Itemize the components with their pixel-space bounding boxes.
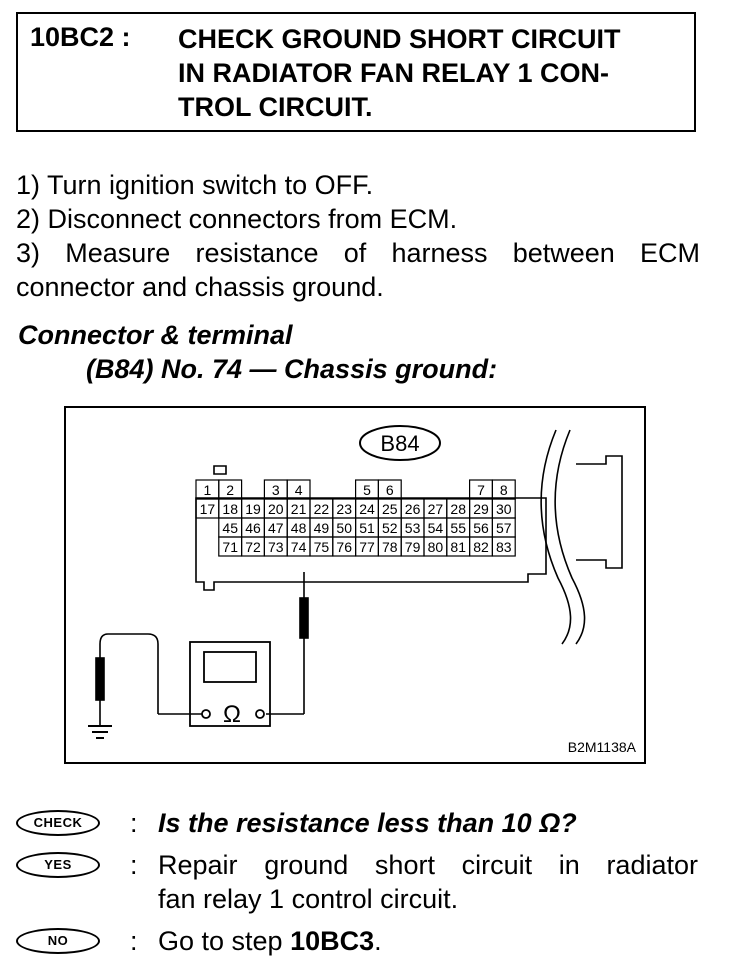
connector-pin-number: 19 bbox=[245, 501, 261, 517]
no-next-step: 10BC3 bbox=[290, 926, 375, 956]
connector-pin-number: 73 bbox=[268, 539, 284, 555]
connector-pin-number: 78 bbox=[382, 539, 398, 555]
probe-lead bbox=[266, 572, 309, 715]
yes-badge: YES bbox=[16, 852, 100, 878]
yes-answer-line-2: fan relay 1 control circuit. bbox=[158, 884, 459, 914]
connector-pin-number: 8 bbox=[500, 482, 508, 498]
connector-pin-number: 2 bbox=[226, 482, 234, 498]
connector-pin-number: 5 bbox=[363, 482, 371, 498]
connector-pin-number: 20 bbox=[268, 501, 284, 517]
connector-pin-number: 56 bbox=[473, 520, 489, 536]
connector-pin-number: 28 bbox=[450, 501, 466, 517]
connector-pin-number: 54 bbox=[428, 520, 444, 536]
ground-symbol bbox=[88, 725, 112, 739]
connector-pin-number: 26 bbox=[405, 501, 421, 517]
connector-pin-number: 17 bbox=[200, 501, 216, 517]
connector-pin-number: 23 bbox=[336, 501, 352, 517]
connector-pin-number: 76 bbox=[336, 539, 352, 555]
connector-pin-number: 52 bbox=[382, 520, 398, 536]
no-answer-end: . bbox=[374, 926, 382, 956]
yes-answer: Repair ground short circuit in radiator … bbox=[158, 848, 698, 916]
connector-pin-number: 49 bbox=[314, 520, 330, 536]
step-title: CHECK GROUND SHORT CIRCUIT IN RADIATOR F… bbox=[178, 22, 688, 124]
connector-pin-number: 46 bbox=[245, 520, 261, 536]
connector-pin-number: 57 bbox=[496, 520, 512, 536]
procedure-step-1: 1) Turn ignition switch to OFF. bbox=[16, 170, 374, 200]
connector-pin-number: 81 bbox=[450, 539, 466, 555]
connector-pin-number: 25 bbox=[382, 501, 398, 517]
step-code: 10BC2 : bbox=[30, 22, 131, 52]
procedure-steps: 1) Turn ignition switch to OFF. 2) Disco… bbox=[16, 168, 700, 304]
connector-pin-number: 30 bbox=[496, 501, 512, 517]
yes-answer-line-1: Repair ground short circuit in radiator bbox=[158, 850, 698, 880]
connector-pin-number: 1 bbox=[204, 482, 212, 498]
connector-pin-number: 27 bbox=[428, 501, 444, 517]
connector-pin-number: 72 bbox=[245, 539, 261, 555]
connector-pin-number: 82 bbox=[473, 539, 489, 555]
no-answer-text: Go to step bbox=[158, 926, 291, 956]
ohmmeter bbox=[189, 641, 271, 727]
check-badge: CHECK bbox=[16, 810, 100, 836]
connector-pin-number: 45 bbox=[222, 520, 238, 536]
connector-pin-number: 47 bbox=[268, 520, 284, 536]
connector-pin-number: 53 bbox=[405, 520, 421, 536]
connector-pin-number: 71 bbox=[222, 539, 238, 555]
connector-housing-right bbox=[576, 455, 623, 569]
connector-pin-number: 75 bbox=[314, 539, 330, 555]
break-lines bbox=[540, 429, 586, 645]
step-title-line: TROL CIRCUIT. bbox=[178, 92, 373, 122]
connector-pin-number: 80 bbox=[428, 539, 444, 555]
ohm-symbol: Ω bbox=[223, 701, 241, 728]
ground-lead bbox=[95, 633, 202, 726]
connector-terminal-spec: (B84) No. 74 — Chassis ground: bbox=[86, 354, 498, 384]
no-colon: : bbox=[130, 926, 138, 956]
step-header-box: 10BC2 : CHECK GROUND SHORT CIRCUIT IN RA… bbox=[16, 12, 696, 132]
connector-pin-number: 83 bbox=[496, 539, 512, 555]
connector-label-ellipse bbox=[359, 425, 441, 461]
connector-body bbox=[195, 465, 547, 591]
connector-pin-number: 18 bbox=[222, 501, 238, 517]
connector-pin-number: 24 bbox=[359, 501, 375, 517]
procedure-step-3: 3) Measure resistance of harness between… bbox=[16, 238, 700, 268]
connector-pin-number: 50 bbox=[336, 520, 352, 536]
connector-pin-number: 21 bbox=[291, 501, 307, 517]
connector-label: B84 bbox=[380, 431, 419, 456]
connector-pin-number: 3 bbox=[272, 482, 280, 498]
procedure-step-2: 2) Disconnect connectors from ECM. bbox=[16, 204, 458, 234]
connector-pin-number: 7 bbox=[477, 482, 485, 498]
step-title-line: CHECK GROUND SHORT CIRCUIT bbox=[178, 24, 621, 54]
check-colon: : bbox=[130, 808, 138, 838]
connector-pin-number: 77 bbox=[359, 539, 375, 555]
connector-heading: Connector & terminal bbox=[18, 320, 293, 350]
connector-pin-number: 6 bbox=[386, 482, 394, 498]
check-question: Is the resistance less than 10 Ω? bbox=[158, 808, 577, 838]
connector-pin-number: 74 bbox=[291, 539, 307, 555]
no-answer: Go to step 10BC3. bbox=[158, 924, 382, 958]
connector-pin-number: 55 bbox=[450, 520, 466, 536]
figure-code: B2M1138A bbox=[568, 739, 637, 755]
connector-pin-number: 22 bbox=[314, 501, 330, 517]
connector-pin-number: 29 bbox=[473, 501, 489, 517]
connector-pin-number: 4 bbox=[295, 482, 303, 498]
connector-pin-number: 51 bbox=[359, 520, 375, 536]
connector-pin-cell bbox=[491, 536, 516, 557]
yes-colon: : bbox=[130, 850, 138, 880]
step-title-line: IN RADIATOR FAN RELAY 1 CON- bbox=[178, 58, 610, 88]
no-badge: NO bbox=[16, 928, 100, 954]
connector-pin-number: 79 bbox=[405, 539, 421, 555]
connector-pin-number: 48 bbox=[291, 520, 307, 536]
procedure-step-3-cont: connector and chassis ground. bbox=[16, 272, 384, 302]
